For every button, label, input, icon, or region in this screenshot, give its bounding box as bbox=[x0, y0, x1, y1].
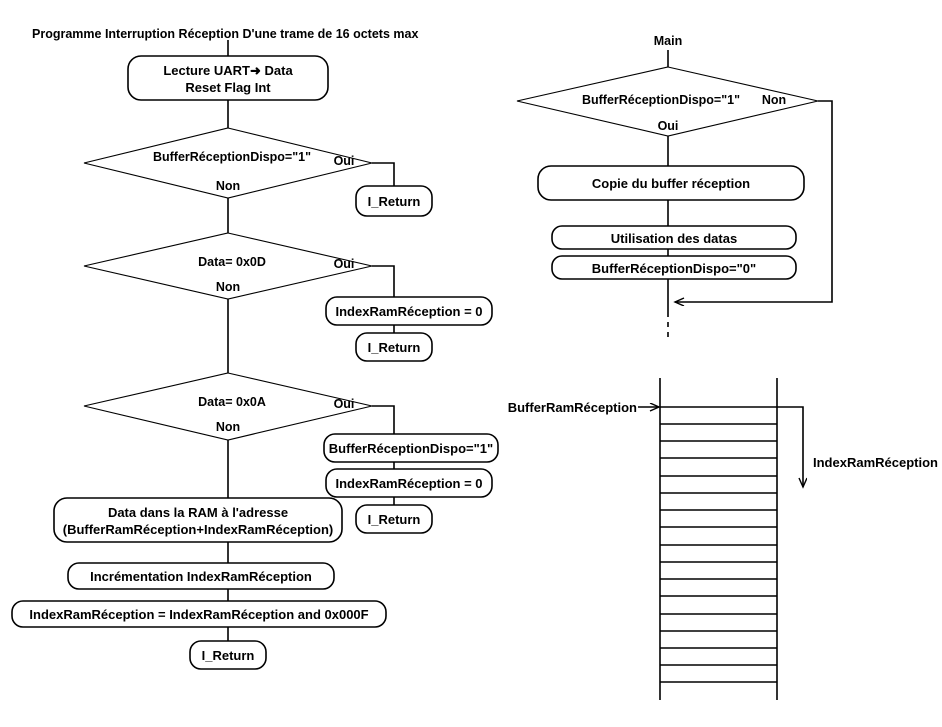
store-ram-line1: Data dans la RAM à l'adresse bbox=[108, 505, 288, 520]
main-decision-condition: BufferRéceptionDispo="1" bbox=[582, 93, 740, 107]
entry-box-line2: Reset Flag Int bbox=[185, 80, 271, 95]
increment-index-label: Incrémentation IndexRamRéception bbox=[90, 569, 312, 584]
decision2-no-label: Non bbox=[216, 280, 240, 294]
edge-index-arrow bbox=[777, 406, 803, 487]
node-store-ram: Data dans la RAM à l'adresse (BufferRamR… bbox=[53, 497, 343, 543]
node-clear-buffer-dispo: BufferRéceptionDispo="0" bbox=[551, 255, 797, 280]
edge-decision1-yes bbox=[372, 162, 395, 186]
decision2-condition: Data= 0x0D bbox=[198, 255, 266, 269]
edge-main-no-loopback bbox=[675, 100, 833, 302]
index-reset-2-label: IndexRamRéception = 0 bbox=[335, 476, 482, 491]
page-title: Programme Interruption Réception D'une t… bbox=[32, 27, 418, 41]
node-entry-box: Lecture UART➜ Data Reset Flag Int bbox=[127, 55, 329, 101]
decision2-yes-label: Oui bbox=[334, 257, 355, 271]
return-1-label: I_Return bbox=[368, 194, 421, 209]
node-set-buffer-dispo: BufferRéceptionDispo="1" bbox=[323, 433, 499, 463]
main-decision-yes-label: Oui bbox=[658, 119, 679, 133]
return-4-label: I_Return bbox=[202, 648, 255, 663]
node-return-3: I_Return bbox=[355, 504, 433, 534]
node-use-data: Utilisation des datas bbox=[551, 225, 797, 250]
decision1-no-label: Non bbox=[216, 179, 240, 193]
node-decision-data-0d: Data= 0x0D Oui Non bbox=[83, 232, 373, 300]
decision1-condition: BufferRéceptionDispo="1" bbox=[153, 150, 311, 164]
store-ram-line2: (BufferRamRéception+IndexRamRéception) bbox=[63, 522, 334, 537]
node-copy-buffer: Copie du buffer réception bbox=[537, 165, 805, 201]
mask-index-label: IndexRamRéception = IndexRamRéception an… bbox=[29, 607, 368, 622]
node-return-2: I_Return bbox=[355, 332, 433, 362]
memory-base-label: BufferRamRéception bbox=[508, 400, 637, 415]
memory-cell-lines bbox=[660, 406, 777, 683]
return-3-label: I_Return bbox=[368, 512, 421, 527]
clear-buffer-dispo-label: BufferRéceptionDispo="0" bbox=[592, 261, 756, 276]
index-reset-1-label: IndexRamRéception = 0 bbox=[335, 304, 482, 319]
node-main-decision: BufferRéceptionDispo="1" Non Oui bbox=[516, 66, 819, 137]
node-return-4: I_Return bbox=[189, 640, 267, 670]
decision1-yes-label: Oui bbox=[334, 154, 355, 168]
main-start-label: Main bbox=[654, 34, 682, 48]
edge-decision3-yes bbox=[372, 405, 395, 434]
decision3-yes-label: Oui bbox=[334, 397, 355, 411]
memory-index-label: IndexRamRéception bbox=[813, 455, 938, 470]
node-decision-buffer-dispo: BufferRéceptionDispo="1" Oui Non bbox=[83, 127, 373, 199]
node-mask-index: IndexRamRéception = IndexRamRéception an… bbox=[11, 600, 387, 628]
entry-box-line1: Lecture UART➜ Data bbox=[163, 63, 293, 78]
decision3-no-label: Non bbox=[216, 420, 240, 434]
node-return-1: I_Return bbox=[355, 185, 433, 217]
set-buffer-dispo-label: BufferRéceptionDispo="1" bbox=[329, 441, 493, 456]
decision3-condition: Data= 0x0A bbox=[198, 395, 266, 409]
node-increment-index: Incrémentation IndexRamRéception bbox=[67, 562, 335, 590]
node-index-reset-2: IndexRamRéception = 0 bbox=[325, 468, 493, 498]
copy-buffer-label: Copie du buffer réception bbox=[592, 176, 750, 191]
main-decision-no-label: Non bbox=[762, 93, 786, 107]
node-index-reset-1: IndexRamRéception = 0 bbox=[325, 296, 493, 326]
node-decision-data-0a: Data= 0x0A Oui Non bbox=[83, 372, 373, 441]
return-2-label: I_Return bbox=[368, 340, 421, 355]
use-data-label: Utilisation des datas bbox=[611, 231, 737, 246]
edge-decision2-yes bbox=[372, 265, 395, 297]
